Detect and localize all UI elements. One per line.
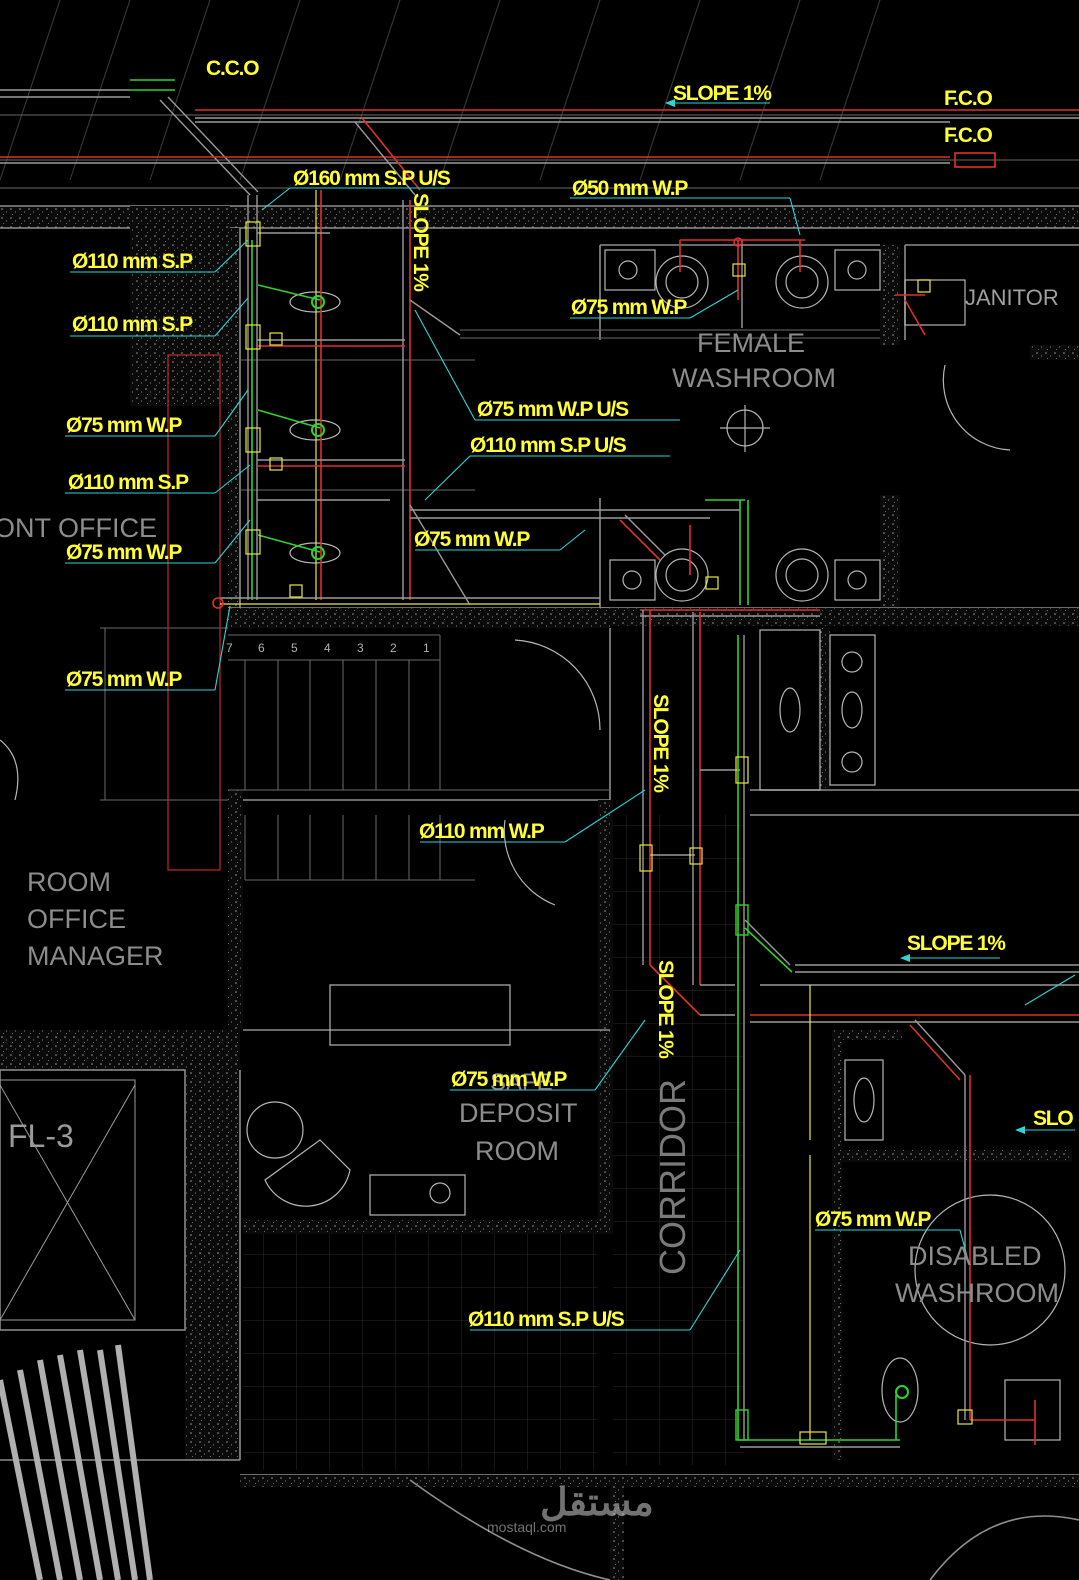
label-slope-vertical-top: SLOPE 1% xyxy=(409,193,432,292)
lower-stair-stripes xyxy=(0,1344,153,1580)
pipe-network xyxy=(0,79,1079,1448)
fixtures xyxy=(0,249,1066,1441)
label-sp110-b: Ø110 mm S.P xyxy=(72,313,193,336)
room-label-female-2: WASHROOM xyxy=(672,363,836,393)
top-building-band xyxy=(0,114,1079,229)
watermark-latin: mostaql.com xyxy=(487,1519,566,1535)
stair-number: 7 xyxy=(226,641,233,655)
slope-arrow xyxy=(1015,1126,1025,1134)
label-slope-right-edge: SLO xyxy=(1033,1107,1073,1130)
stair-numbers: 7 6 5 4 3 2 1 xyxy=(226,641,430,655)
label-sp110-us-b: Ø110 mm S.P U/S xyxy=(468,1308,625,1331)
room-label-disabled-1: DISABLED xyxy=(908,1241,1042,1271)
label-slope-corridor: SLOPE 1% xyxy=(649,694,672,793)
slope-arrow xyxy=(665,99,675,107)
watermark-arabic: مستقل xyxy=(540,1482,654,1524)
label-fco-2: F.C.O xyxy=(944,124,993,147)
label-sp110-a: Ø110 mm S.P xyxy=(72,250,193,273)
label-wp75-b: Ø75 mm W.P xyxy=(66,541,182,564)
label-slope-top: SLOPE 1% xyxy=(673,82,772,105)
stair-number: 6 xyxy=(258,641,265,655)
label-cco: C.C.O xyxy=(206,57,259,80)
slope-arrows xyxy=(665,99,1025,1134)
room-label-janitor: JANITOR xyxy=(965,285,1059,310)
stair-number: 2 xyxy=(390,641,397,655)
fl3-shaft xyxy=(0,1069,186,1331)
room-label-disabled-2: WASHROOM xyxy=(895,1278,1059,1308)
label-sp110-us-a: Ø110 mm S.P U/S xyxy=(470,434,627,457)
stair-number: 3 xyxy=(357,641,364,655)
pipe-callouts: C.C.O F.C.O F.C.O SLOPE 1% SLOPE 1% SLOP… xyxy=(66,57,1075,1331)
stair-number: 4 xyxy=(324,641,331,655)
label-wp75-us: Ø75 mm W.P U/S xyxy=(477,398,629,421)
room-label-deposit-1: DEPOSIT xyxy=(459,1098,578,1128)
room-label-female-1: FEMALE xyxy=(697,328,805,358)
stair-number: 5 xyxy=(291,641,298,655)
stair-treads xyxy=(100,627,610,881)
label-wp75-mid: Ø75 mm W.P xyxy=(414,528,530,551)
label-sp160-us: Ø160 mm S.P U/S xyxy=(293,167,451,190)
stair-number: 1 xyxy=(423,641,430,655)
room-label-fl3: FL-3 xyxy=(8,1118,74,1154)
watermark-logo: مستقل mostaql.com xyxy=(487,1482,654,1535)
leader-lines xyxy=(65,102,1076,1331)
slope-arrow xyxy=(900,954,910,962)
walls xyxy=(0,206,1079,1580)
label-wp75-a: Ø75 mm W.P xyxy=(66,414,182,437)
floor-tiles xyxy=(243,815,743,1470)
curved-wall xyxy=(409,1479,611,1580)
label-slope-right: SLOPE 1% xyxy=(907,932,1006,955)
label-wp75-disabled: Ø75 mm W.P xyxy=(815,1208,931,1231)
duct-outline xyxy=(167,354,221,871)
label-wp75-female: Ø75 mm W.P xyxy=(571,296,687,319)
label-fco-1: F.C.O xyxy=(944,87,993,110)
label-wp110: Ø110 mm W.P xyxy=(419,820,545,843)
room-labels: ONT OFFICE FEMALE WASHROOM JANITOR ROOM … xyxy=(0,285,1059,1308)
room-label-safe-overlay: SAFE xyxy=(490,1069,553,1096)
room-label-office-2: OFFICE xyxy=(27,904,126,934)
label-wp75-deposit: Ø75 mm W.P xyxy=(451,1068,567,1091)
label-wp50: Ø50 mm W.P xyxy=(572,177,688,200)
roof-slope-lines xyxy=(0,0,881,181)
room-label-corridor: CORRIDOR xyxy=(652,1079,693,1275)
room-label-front-office: ONT OFFICE xyxy=(0,513,157,543)
room-label-office-3: MANAGER xyxy=(27,941,164,971)
pipe-fittings xyxy=(212,221,973,1445)
label-slope-corridor-lower: SLOPE 1% xyxy=(654,960,677,1059)
curved-wall-right xyxy=(929,1515,1079,1580)
room-label-deposit-2: ROOM xyxy=(475,1136,559,1166)
room-label-office-1: ROOM xyxy=(27,867,111,897)
label-sp110-c: Ø110 mm S.P xyxy=(68,471,189,494)
label-wp75-c: Ø75 mm W.P xyxy=(66,668,182,691)
